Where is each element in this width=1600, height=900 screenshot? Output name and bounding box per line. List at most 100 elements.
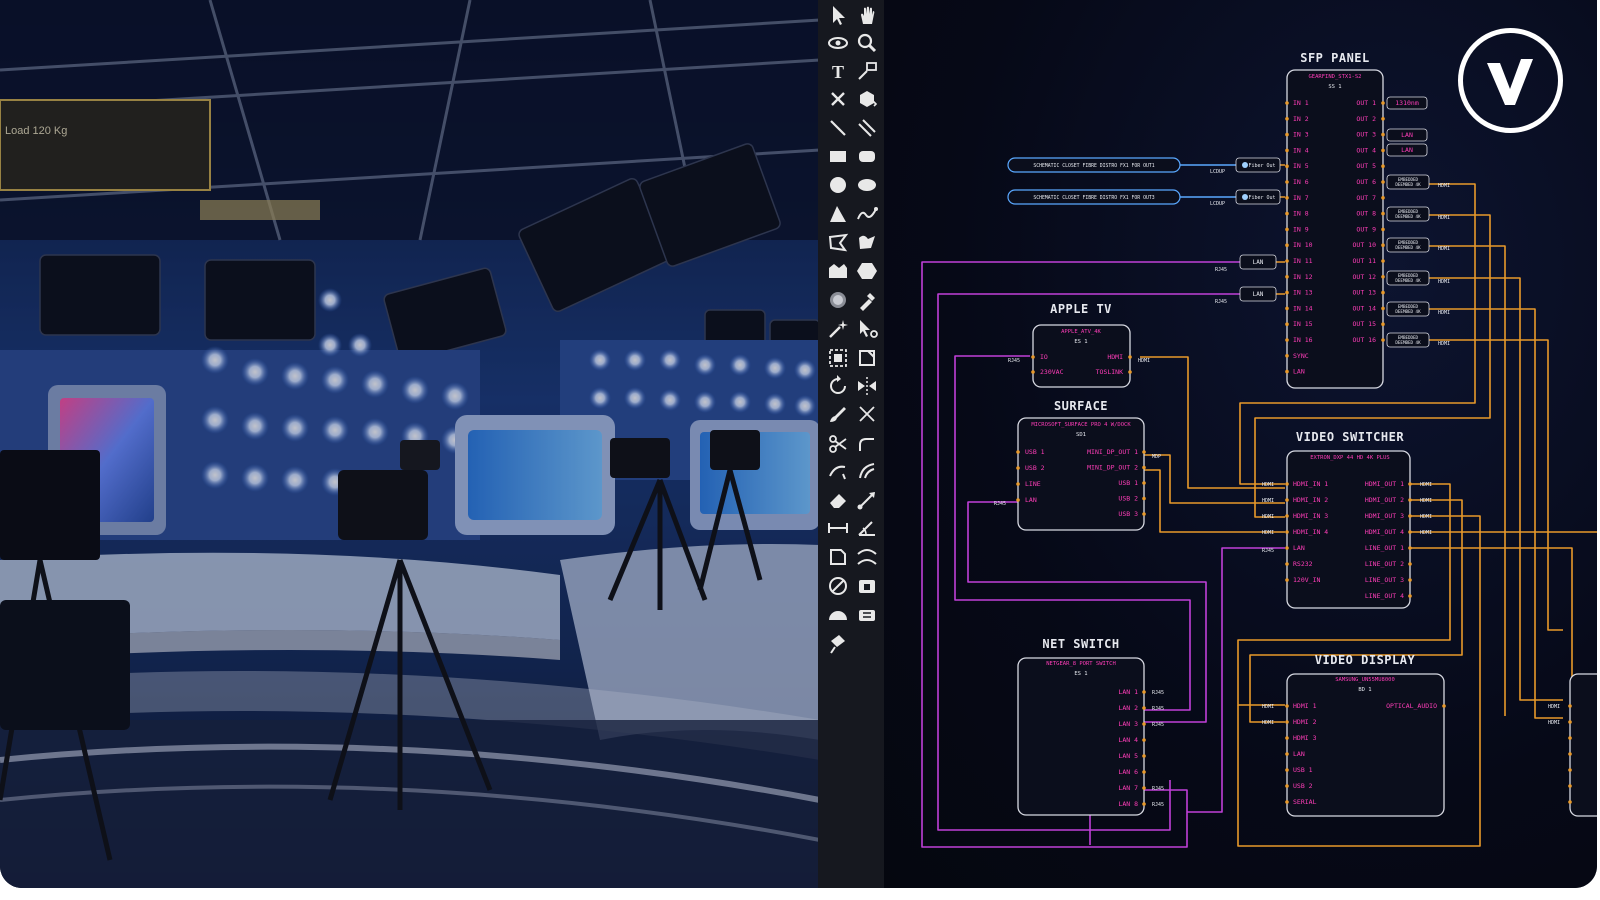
fibre-distro-label: SCHEMATIC CLOSET FIBRE DISTRO FX1 FOR OU… [1033, 163, 1154, 169]
eraser-tool[interactable] [825, 487, 851, 513]
hdmi-label: HDMI [1138, 358, 1150, 364]
close-x-tool[interactable] [825, 86, 851, 112]
dimension-tool[interactable] [825, 515, 851, 541]
double-arc-tool[interactable] [854, 544, 880, 570]
wall-shape-icon [829, 264, 847, 278]
sfp-out-tag-label: LAN [1401, 131, 1413, 139]
polyline-tool[interactable] [854, 229, 880, 255]
data-tag-icon [830, 635, 845, 654]
select-arrow-tool[interactable] [825, 2, 851, 28]
sfp-in-port-dot [1285, 243, 1289, 247]
line-tool[interactable] [825, 115, 851, 141]
flyover-icon [828, 37, 848, 49]
sfp-in-port-dot [1285, 369, 1289, 374]
hexagon-tool[interactable] [854, 258, 880, 284]
multi-reshape-tool[interactable] [854, 345, 880, 371]
move-by-points-tool[interactable] [854, 487, 880, 513]
stage-plug-tool[interactable] [854, 602, 880, 628]
half-circle-tool[interactable] [825, 602, 851, 628]
sfp-out-port: OUT 4 [1356, 146, 1376, 154]
atv-in-port-dot [1031, 370, 1035, 374]
mirror-tool[interactable] [854, 373, 880, 399]
bda-hdmi-label: HDMI [1438, 246, 1450, 252]
rectangle-tool[interactable] [825, 143, 851, 169]
rounded-rectangle-tool[interactable] [854, 143, 880, 169]
triangle-tool[interactable] [825, 201, 851, 227]
pan-hand-tool[interactable] [854, 2, 880, 28]
fillet-tool[interactable] [854, 431, 880, 457]
callout-tool[interactable] [854, 58, 880, 84]
surface-out-port: USB 2 [1118, 495, 1138, 503]
trim-tool[interactable] [854, 401, 880, 427]
netswitch-port-port: LAN 1 [1118, 688, 1138, 696]
switcher-in-port: RS232 [1293, 560, 1313, 568]
sfp-out-tag [1386, 143, 1428, 157]
page-shape-tool[interactable] [825, 544, 851, 570]
align-tool[interactable] [854, 573, 880, 599]
sfp-out-port-dot [1381, 243, 1385, 247]
sfp-out-port: OUT 7 [1356, 194, 1376, 202]
sfp-out-port-dot [1381, 196, 1385, 200]
switcher-in-port-dot [1285, 482, 1289, 486]
double-line-tool[interactable] [854, 115, 880, 141]
oval-tool[interactable] [854, 172, 880, 198]
surface-in-port: USB 1 [1025, 448, 1045, 456]
bda-label: EMBEDDED [1398, 273, 1419, 278]
bda-label: EMBEDDED [1398, 209, 1419, 214]
netswitch-port-port: LAN 7 [1118, 784, 1138, 792]
switcher-out-port-dot [1408, 498, 1412, 502]
freehand-tool[interactable] [854, 201, 880, 227]
sfp-out-port-dot [1381, 227, 1385, 232]
switcher-out-port: LINE_OUT 1 [1365, 544, 1404, 552]
circle-tool[interactable] [825, 172, 851, 198]
wall-shape-tool[interactable] [825, 258, 851, 284]
bda-hdmi-label: HDMI [1438, 279, 1450, 285]
sfp-out-port-dot [1381, 322, 1385, 327]
partial-device [1569, 673, 1597, 817]
switcher-out-port-dot [1408, 514, 1412, 518]
netswitch-port-port: LAN 6 [1118, 768, 1138, 776]
no-symbol-tool[interactable] [825, 573, 851, 599]
tool-palette: T [818, 0, 885, 888]
display-in-port-dot [1285, 800, 1289, 804]
arc-tool[interactable] [825, 458, 851, 484]
vectorworks-logo [1457, 27, 1564, 134]
polygon-tool[interactable] [825, 229, 851, 255]
sfp-in-port: IN 6 [1293, 178, 1309, 186]
angle-dimension-tool[interactable] [854, 515, 880, 541]
magic-wand-tool[interactable] [825, 316, 851, 342]
insert-symbol-tool[interactable] [825, 345, 851, 371]
brush-tool[interactable] [825, 401, 851, 427]
sfp-in-port-dot [1285, 132, 1289, 137]
text-tool[interactable]: T [825, 58, 851, 84]
switcher-in-port: HDMI_IN 2 [1293, 496, 1328, 504]
sfp-out-port-dot [1381, 306, 1385, 311]
hdmi-label: HDMI [1262, 720, 1274, 726]
zoom-tool[interactable] [854, 30, 880, 56]
eyedropper-tool[interactable] [854, 287, 880, 313]
brush-icon [830, 407, 846, 422]
scissors-tool[interactable] [825, 431, 851, 457]
bda-hdmi-label: HDMI [1438, 310, 1450, 316]
partial-device-port-dot [1568, 720, 1572, 724]
rotate-tool[interactable] [825, 373, 851, 399]
push-pull-tool[interactable] [854, 86, 880, 112]
surface-out-port-dot [1142, 450, 1146, 454]
netswitch-port-port: LAN 3 [1118, 720, 1138, 728]
fiber-star [1242, 194, 1248, 200]
display-in-port-dot [1285, 752, 1289, 756]
flyover-tool[interactable] [825, 30, 851, 56]
data-tag-tool[interactable] [825, 631, 851, 657]
hdmi-label: HDMI [1262, 704, 1274, 710]
arc-two-tool[interactable] [854, 458, 880, 484]
disc-tool[interactable] [825, 287, 851, 313]
svg-text:Load 120 Kg: Load 120 Kg [5, 125, 67, 137]
surface-out-port: MINI_DP_OUT 1 [1087, 448, 1138, 456]
switcher-out-port: HDMI_OUT 4 [1365, 528, 1404, 536]
reshape-tool[interactable] [854, 316, 880, 342]
sfp-out-port: OUT 3 [1356, 131, 1376, 139]
surface-in-port-dot [1016, 466, 1020, 470]
sfp-in-port-dot [1285, 101, 1289, 105]
sfp-out-tag-label: 1310nm [1395, 99, 1419, 107]
